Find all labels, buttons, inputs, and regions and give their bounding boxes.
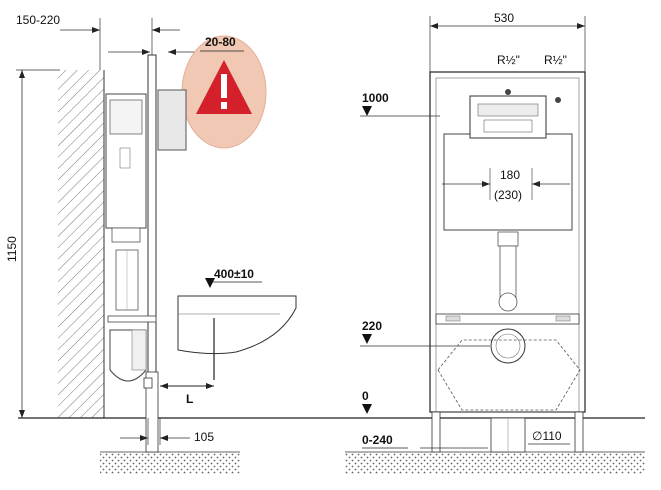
bowl-outline-dashed (437, 339, 581, 411)
pipe-diameter-label: ∅110 (532, 429, 562, 443)
level-top-label: 1000 (362, 91, 389, 105)
width-label: 530 (494, 11, 514, 25)
front-cistern (443, 133, 573, 231)
warning-icon (196, 60, 252, 114)
floor-gravel-left (100, 452, 240, 474)
wall-depth-label: 150-220 (16, 13, 60, 27)
toilet-bowl (177, 295, 297, 355)
front-view: 530 R½" R½" 1000 180 (230) (345, 11, 645, 474)
warning-range-label: 20-80 (205, 35, 236, 49)
spacing-alt-label: (230) (494, 188, 522, 202)
flush-panel (157, 89, 187, 151)
inlet-left-label: R½" (497, 53, 520, 67)
bowl-height-label: 400±10 (214, 267, 254, 281)
spacing-label: 180 (500, 168, 520, 182)
floor-gravel-right (345, 452, 645, 474)
distance-label: L (186, 392, 193, 406)
side-view: 150-220 20-80 1150 (5, 13, 345, 474)
floor-offset-label: 105 (194, 430, 214, 444)
wall-hatch (58, 70, 104, 418)
mounting-rail (435, 313, 580, 325)
warning-badge: 20-80 (181, 35, 267, 149)
level-mid-label: 220 (362, 319, 382, 333)
inlet-right-label: R½" (544, 53, 567, 67)
height-label: 1150 (5, 236, 19, 262)
floor-range-label: 0-240 (362, 433, 393, 447)
level-floor-label: 0 (362, 389, 369, 403)
